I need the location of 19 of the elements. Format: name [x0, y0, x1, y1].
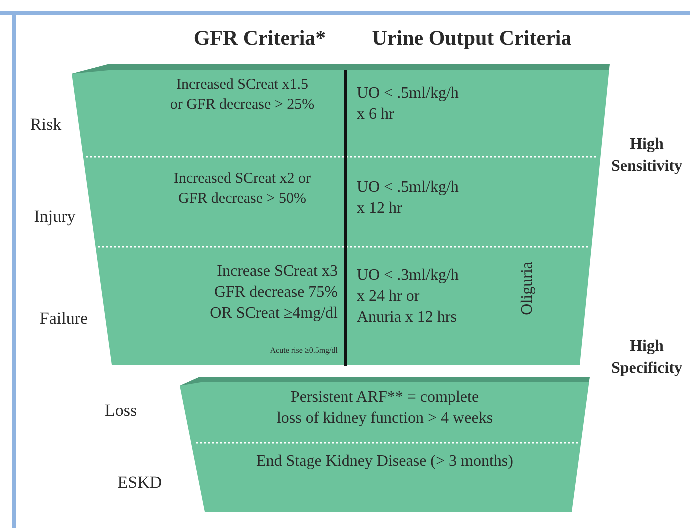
loss-criterion: Persistent ARF** = complete loss of kidney function > 4 weeks: [276, 388, 494, 429]
column-header: GFR Criteria*: [192, 25, 328, 52]
oliguria-label: Oliguria: [520, 262, 536, 316]
row-label: Loss: [104, 400, 138, 422]
gfr-criterion: Increased SCreat x2 or GFR decrease > 50%: [172, 170, 312, 208]
gfr-criterion: Increase SCreat x3 GFR decrease 75% OR SCreat ≥4mg/dl: [209, 262, 338, 324]
row-label: Risk: [29, 114, 63, 136]
footnote-text: Acute rise ≥0.5mg/dl: [269, 346, 338, 356]
gfr-criterion: Increased SCreat x1.5 or GFR decrease > 25%: [169, 76, 316, 114]
eskd-criterion: End Stage Kidney Disease (> 3 months): [256, 452, 514, 472]
row-label: Injury: [33, 206, 77, 228]
urine-output-criterion: UO < .5ml/kg/h x 6 hr: [357, 84, 460, 125]
column-header: Urine Output Criteria: [371, 25, 573, 52]
axis-label: High Specificity: [610, 337, 684, 379]
urine-output-criterion: UO < .5ml/kg/h x 12 hr: [357, 178, 460, 219]
urine-output-criterion: UO < .3ml/kg/h x 24 hr or Anuria x 12 hrs: [357, 266, 460, 328]
row-label: Failure: [38, 308, 90, 330]
axis-label: High Sensitivity: [610, 135, 684, 177]
row-label: ESKD: [116, 472, 164, 494]
